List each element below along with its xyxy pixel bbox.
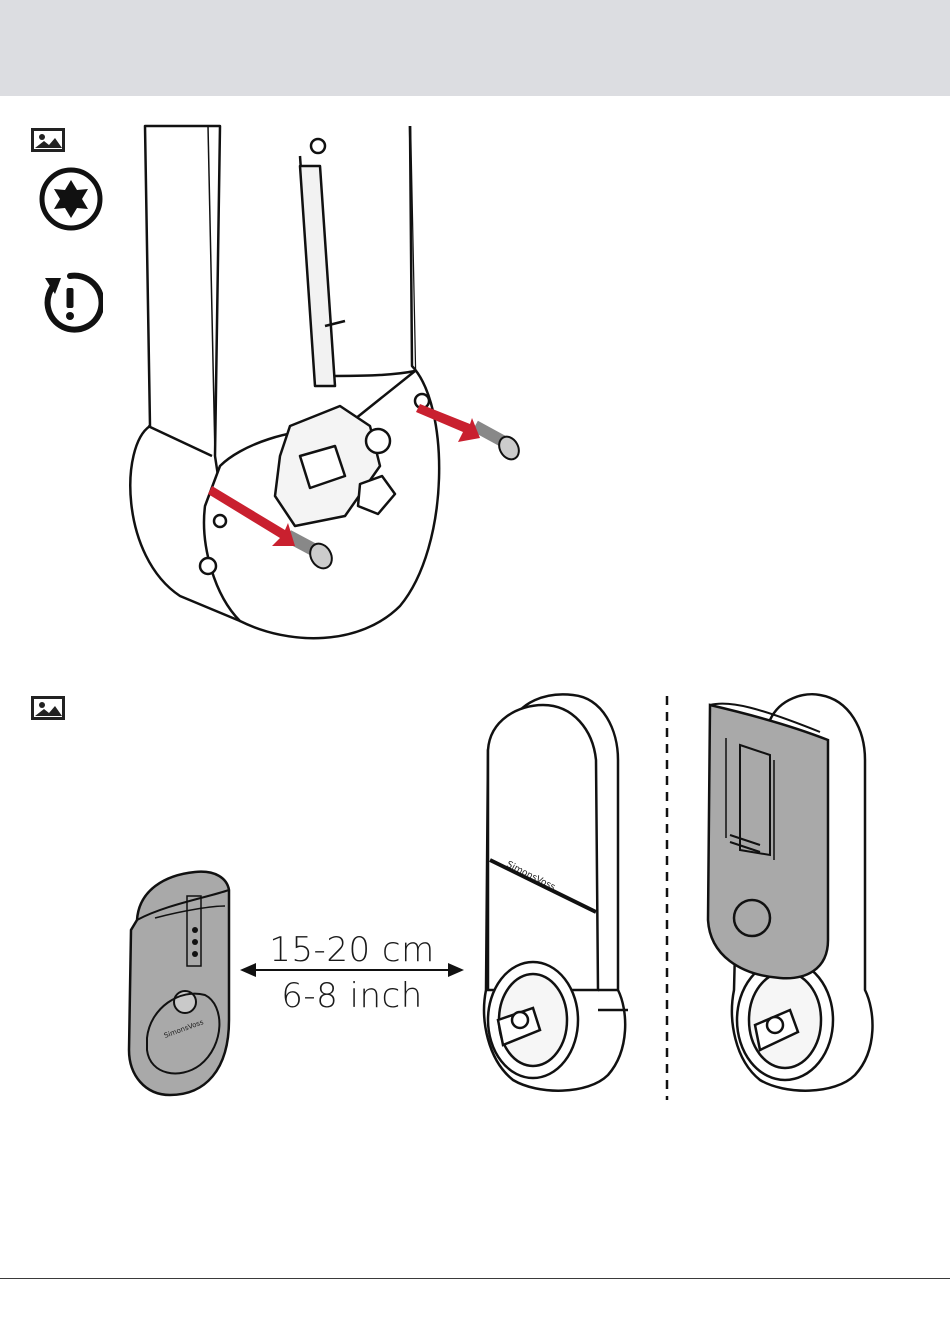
distance-imperial: 6-8 inch: [242, 974, 462, 1018]
dashed-separator: [664, 696, 670, 1100]
footer-rule: [0, 1278, 950, 1279]
image-icon: [31, 128, 65, 152]
lock-knob-illustration: SimonsVoss: [478, 690, 638, 1100]
torque-warning-icon: [37, 268, 103, 334]
distance-metric: 15-20 cm: [242, 928, 462, 972]
programming-device-illustration: SimonsVoss: [125, 870, 235, 1100]
cylinder-install-illustration: [120, 126, 540, 646]
lock-with-device-illustration: [700, 690, 890, 1100]
torx-star-icon: [38, 166, 104, 232]
image-icon: [31, 696, 65, 720]
header-band: [0, 0, 950, 96]
